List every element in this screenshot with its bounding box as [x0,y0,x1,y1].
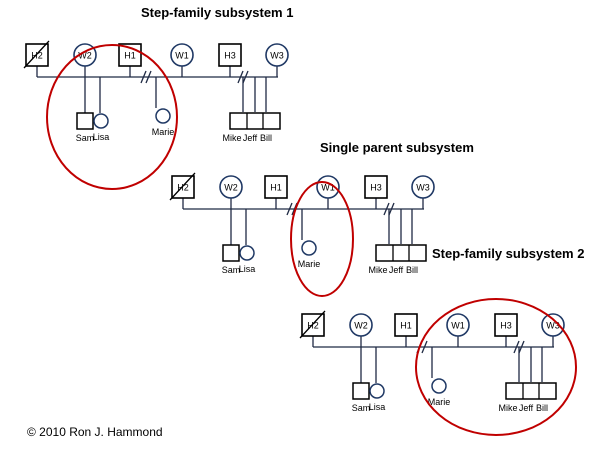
block2-marie-circle [301,240,317,256]
block3-w2-circle [349,313,373,337]
block1-h1-box-label: H1 [124,51,136,61]
block2-h3-box-label: H3 [370,183,382,193]
block2-sam-box [222,244,240,262]
block3-h3-box-label: H3 [500,321,512,331]
block3-divorce-mark [518,340,525,354]
block2-w2-circle-label: W2 [224,183,238,193]
block2-h2-box-cross-mark [169,172,196,201]
copyright-notice: © 2010 Ron J. Hammond [27,425,163,439]
block1-w3-circle-label: W3 [270,51,284,61]
block1-lisa-circle-label: Lisa [93,132,110,142]
block2-h3-box [364,175,388,199]
block3-w2-circle-label: W2 [354,321,368,331]
block1-divorce-mark [242,70,249,84]
block3-h2-box-label: H2 [307,321,319,331]
block1-marie-circle-label: Marie [152,127,175,137]
block2-divorce-mark [383,202,390,216]
block3-w3-circle [541,313,565,337]
block1-h2-box-cross-mark [23,40,50,69]
block3-w3-circle-label: W3 [546,321,560,331]
block3-mike-label: Mike [498,403,517,413]
block1-h3-box-label: H3 [224,51,236,61]
block3-divorce-mark [421,340,428,354]
title-step-family-1: Step-family subsystem 1 [141,5,294,20]
block2-w3-circle [411,175,435,199]
block1-w1-circle [170,43,194,67]
block3-sam-box [352,382,370,400]
block2-sam-box-label: Sam [222,265,241,275]
block2-divorce-mark [286,202,293,216]
highlight-ring-step-family-2 [415,298,577,436]
block1-h2-box-label: H2 [31,51,43,61]
block1-sam-box [76,112,94,130]
block1-mike-label: Mike [222,133,241,143]
block1-divorce-mark [140,70,147,84]
block3-h1-box [394,313,418,337]
block1-h3-box [218,43,242,67]
block3-divorce-mark [513,340,520,354]
highlight-ring-single-parent [290,181,354,297]
block3-marie-circle [431,378,447,394]
block3-sam-box-label: Sam [352,403,371,413]
block3-marie-circle-label: Marie [428,397,451,407]
block2-lisa-circle [239,245,255,261]
block3-h2-box-cross-mark [299,310,326,339]
block1-sam-box-label: Sam [76,133,95,143]
block2-bill-label: Bill [406,265,418,275]
title-single-parent: Single parent subsystem [320,140,474,155]
title-step-family-2: Step-family subsystem 2 [432,246,585,261]
block3-h1-box-label: H1 [400,321,412,331]
block2-h1-box [264,175,288,199]
block2-h2-box-label: H2 [177,183,189,193]
block3-lisa-circle-label: Lisa [369,402,386,412]
block2-w2-circle [219,175,243,199]
block2-h1-box-label: H1 [270,183,282,193]
block3-h3-box [494,313,518,337]
highlight-ring-step-family-1 [46,44,178,190]
block1-w1-circle-label: W1 [175,51,189,61]
block2-w1-circle-label: W1 [321,183,335,193]
block2-mike-label: Mike [368,265,387,275]
block3-mike-jeff-bill-boxes [505,382,557,400]
block1-w3-circle [265,43,289,67]
block3-jeff-label: Jeff [519,403,534,413]
block2-jeff-label: Jeff [389,265,404,275]
block2-divorce-mark [388,202,395,216]
block2-lisa-circle-label: Lisa [239,264,256,274]
block1-divorce-mark [237,70,244,84]
block3-bill-label: Bill [536,403,548,413]
block1-lisa-circle [93,113,109,129]
block1-marie-circle [155,108,171,124]
block1-jeff-label: Jeff [243,133,258,143]
block1-bill-label: Bill [260,133,272,143]
block1-w2-circle-label: W2 [78,51,92,61]
block3-lisa-circle [369,383,385,399]
block2-mike-jeff-bill-boxes [375,244,427,262]
block3-w1-circle-label: W1 [451,321,465,331]
block1-mike-jeff-bill-boxes [229,112,281,130]
block3-w1-circle [446,313,470,337]
block1-divorce-mark [145,70,152,84]
block2-w3-circle-label: W3 [416,183,430,193]
block2-marie-circle-label: Marie [298,259,321,269]
